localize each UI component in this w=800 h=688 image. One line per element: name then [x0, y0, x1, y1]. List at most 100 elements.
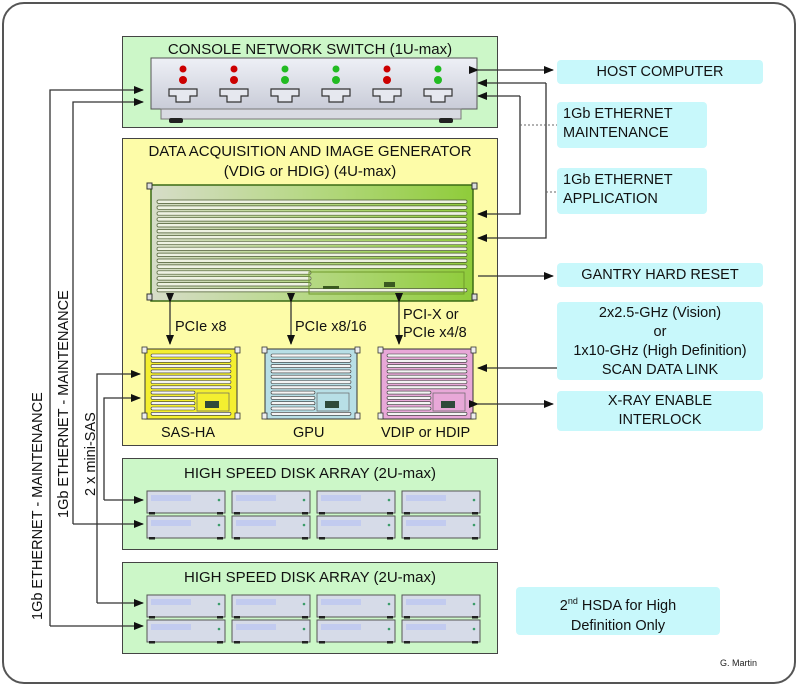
drive-led-icon — [302, 498, 306, 502]
xray-interlock-label: X-RAY ENABLE INTERLOCK — [557, 391, 763, 431]
switch-port — [168, 65, 198, 103]
disk-drive-icon — [231, 619, 311, 644]
vent-slot — [156, 252, 468, 257]
vent-slot — [156, 235, 468, 240]
status-led-icon — [434, 65, 442, 73]
disk-drive-icon — [316, 490, 396, 515]
disk-array-2: HIGH SPEED DISK ARRAY (2U-max) — [122, 562, 498, 654]
connector-icon — [325, 401, 339, 408]
drive-led-icon — [302, 602, 306, 606]
drive-led-icon — [472, 523, 476, 527]
status-led-icon — [383, 65, 391, 73]
status-led-icon — [230, 65, 238, 73]
console-switch-title: CONSOLE NETWORK SWITCH (1U-max) — [167, 41, 453, 58]
disk-drive-icon — [316, 515, 396, 540]
status-led-icon — [179, 76, 187, 84]
disk-drive-icon — [316, 619, 396, 644]
eth-application-label: 1Gb ETHERNET APPLICATION — [557, 168, 707, 214]
vent-slot — [156, 205, 468, 210]
status-led-icon — [434, 76, 442, 84]
disk-drive-icon — [401, 594, 481, 619]
vent-slot — [156, 288, 468, 293]
drive-led-icon — [217, 498, 221, 502]
card-label-vdip: VDIP or HDIP — [381, 425, 471, 441]
ethernet-port-icon — [372, 88, 402, 103]
pcix-vdip-label-2: PCIe x4/8 — [403, 325, 467, 341]
vent-slot — [156, 246, 468, 251]
console-switch-box: CONSOLE NETWORK SWITCH (1U-max) — [122, 36, 498, 128]
drive-led-icon — [302, 627, 306, 631]
ethernet-port-icon — [219, 88, 249, 103]
disk-drive-icon — [401, 515, 481, 540]
expansion-card-icon — [377, 346, 477, 420]
vent-slot — [156, 270, 312, 275]
vent-slot — [156, 217, 468, 222]
status-led-icon — [332, 76, 340, 84]
drive-led-icon — [472, 498, 476, 502]
drive-led-icon — [217, 602, 221, 606]
vent-slot — [156, 264, 468, 269]
eth-maintenance-label: 1Gb ETHERNET MAINTENANCE — [557, 102, 707, 148]
vent-slot — [156, 282, 312, 287]
disk-array-2-title: HIGH SPEED DISK ARRAY (2U-max) — [184, 569, 436, 586]
pcix-vdip-label-1: PCI-X or — [403, 307, 459, 323]
expansion-card-icon — [261, 346, 361, 420]
status-led-icon — [383, 76, 391, 84]
host-computer-label: HOST COMPUTER — [557, 60, 763, 84]
connector-icon — [205, 401, 219, 408]
vent-slot — [156, 211, 468, 216]
disk-drive-icon — [146, 594, 226, 619]
vent-slot — [156, 240, 468, 246]
inner-ethernet-label: 1Gb ETHERNET - MAINTENANCE — [56, 290, 72, 518]
disk-drives-icon — [146, 594, 481, 644]
vent-slot — [156, 229, 468, 234]
switch-port — [219, 65, 249, 103]
ethernet-port-icon — [321, 88, 351, 103]
drive-led-icon — [302, 523, 306, 527]
disk-drive-icon — [231, 515, 311, 540]
disk-drives-icon — [146, 490, 481, 540]
drive-led-icon — [472, 602, 476, 606]
ethernet-port-icon — [168, 88, 198, 103]
status-led-icon — [332, 65, 340, 73]
status-led-icon — [281, 76, 289, 84]
daq-title-line2: (VDIG or HDIG) (4U-max) — [223, 163, 397, 180]
disk-drive-icon — [316, 594, 396, 619]
daq-chassis-icon — [141, 182, 478, 420]
drive-led-icon — [472, 627, 476, 631]
disk-drive-icon — [401, 619, 481, 644]
expansion-card-icon — [141, 346, 241, 420]
drive-led-icon — [217, 523, 221, 527]
daq-title-line1: DATA ACQUISITION AND IMAGE GENERATOR — [148, 143, 472, 160]
disk-array-1-title: HIGH SPEED DISK ARRAY (2U-max) — [184, 465, 436, 482]
card-label-sas-ha: SAS-HA — [161, 425, 215, 441]
drive-led-icon — [217, 627, 221, 631]
network-switch-icon — [150, 57, 478, 123]
disk-drive-icon — [146, 515, 226, 540]
switch-port — [270, 65, 300, 103]
author-signature: G. Martin — [720, 658, 758, 668]
hsda-note-label: 2nd HSDA for High Definition Only — [516, 587, 720, 635]
ethernet-port-icon — [270, 88, 300, 103]
switch-port — [423, 65, 453, 103]
switch-port — [321, 65, 351, 103]
disk-drive-icon — [231, 490, 311, 515]
disk-drive-icon — [401, 490, 481, 515]
vent-slot — [156, 276, 312, 281]
vent-slot — [156, 258, 468, 263]
vent-slot — [156, 199, 468, 204]
ethernet-port-icon — [423, 88, 453, 103]
gantry-reset-label: GANTRY HARD RESET — [557, 263, 763, 287]
drive-led-icon — [387, 627, 391, 631]
disk-drive-icon — [146, 619, 226, 644]
mini-sas-label: 2 x mini-SAS — [83, 412, 99, 496]
status-led-icon — [179, 65, 187, 73]
drive-led-icon — [387, 602, 391, 606]
pcie-sas-label: PCIe x8 — [175, 319, 227, 335]
daq-box: DATA ACQUISITION AND IMAGE GENERATOR (VD… — [122, 138, 498, 446]
status-led-icon — [230, 76, 238, 84]
status-led-icon — [281, 65, 289, 73]
disk-array-1: HIGH SPEED DISK ARRAY (2U-max) — [122, 458, 498, 550]
switch-port — [372, 65, 402, 103]
card-label-gpu: GPU — [293, 425, 325, 441]
